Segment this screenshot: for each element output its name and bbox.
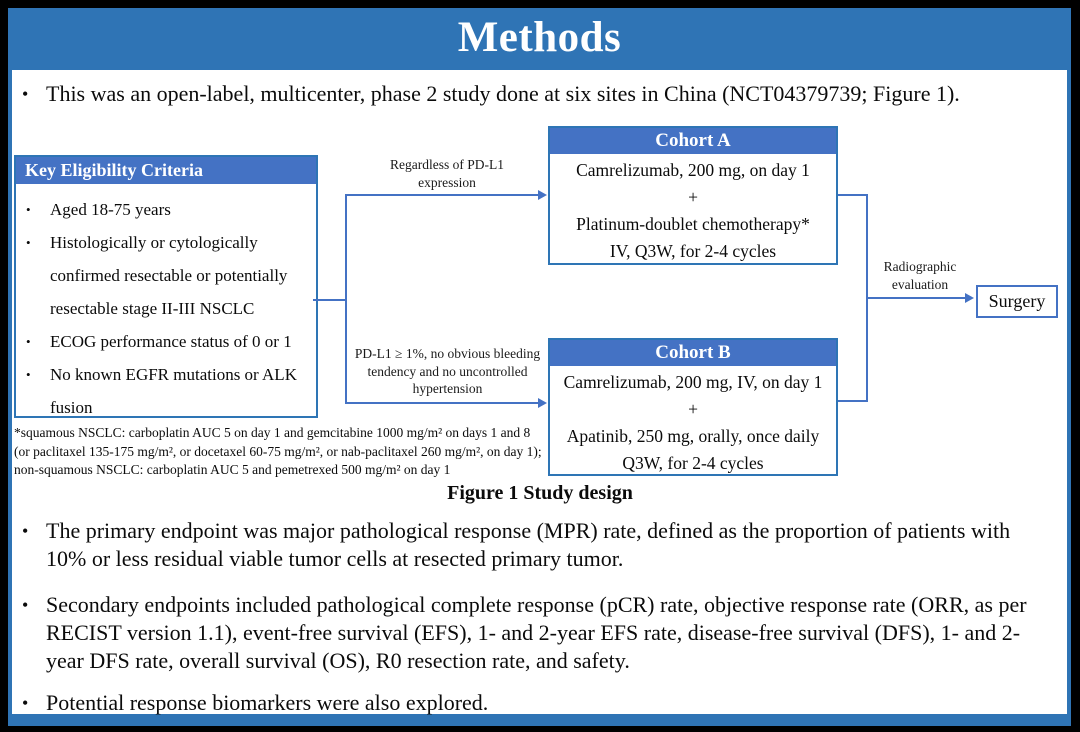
cohort-a-header: Cohort A <box>550 128 836 154</box>
eligibility-item: • Aged 18-75 years <box>26 193 314 226</box>
bullet-icon: • <box>26 202 31 217</box>
radiographic-evaluation-label: Radiographic evaluation <box>883 259 957 292</box>
arrowhead-surgery-icon <box>965 293 974 303</box>
cohort-a-box: Cohort A Camrelizumab, 200 mg, on day 1 … <box>548 126 838 265</box>
cohort-b-body: Camrelizumab, 200 mg, IV, on day 1 + Apa… <box>550 366 836 477</box>
cohort-b-header: Cohort B <box>550 340 836 366</box>
connector-to-surgery <box>866 297 966 299</box>
figure-caption: Figure 1 Study design <box>447 482 633 504</box>
bullet-icon: • <box>26 334 31 349</box>
bullet-icon: • <box>22 595 29 615</box>
page-title: Methods <box>457 14 622 61</box>
connector-cohort-b-right <box>838 400 868 402</box>
cohort-a-line: Camrelizumab, 200 mg, on day 1 <box>576 160 810 180</box>
arrowhead-cohort-b-icon <box>538 398 547 408</box>
cohort-b-line: Apatinib, 250 mg, orally, once daily <box>566 426 820 446</box>
cohort-b-line: Q3W, for 2-4 cycles <box>622 453 764 473</box>
eligibility-item: • No known EGFR mutations or ALK fusion <box>26 358 314 424</box>
cohort-b-line: Camrelizumab, 200 mg, IV, on day 1 <box>563 372 823 392</box>
title-bar: Methods <box>8 8 1071 70</box>
connector-branch-vertical <box>345 194 347 404</box>
branch-label-cohort-b: PD-L1 ≥ 1%, no obvious bleeding tendency… <box>354 346 541 396</box>
connector-to-cohort-b <box>345 402 539 404</box>
eligibility-items: • Aged 18-75 years • Histologically or c… <box>16 184 316 424</box>
cohort-a-body: Camrelizumab, 200 mg, on day 1 + Platinu… <box>550 154 836 265</box>
bullet-icon: • <box>22 521 29 541</box>
bullet-intro-text: This was an open-label, multicenter, pha… <box>46 81 960 106</box>
cohort-a-line: IV, Q3W, for 2-4 cycles <box>609 241 777 261</box>
bullet-icon: • <box>26 235 31 250</box>
bullet-icon: • <box>22 84 29 104</box>
bullet-icon: • <box>26 367 31 382</box>
cohort-a-line: + <box>688 187 698 207</box>
eligibility-header: Key Eligibility Criteria <box>16 157 316 184</box>
arrowhead-cohort-a-icon <box>538 190 547 200</box>
eligibility-item: • Histologically or cytologically confir… <box>26 226 314 325</box>
eligibility-item: • ECOG performance status of 0 or 1 <box>26 325 314 358</box>
eligibility-box: Key Eligibility Criteria • Aged 18-75 ye… <box>14 155 318 418</box>
bullet-primary-text: The primary endpoint was major pathologi… <box>46 518 1011 571</box>
chemo-footnote: *squamous NSCLC: carboplatin AUC 5 on da… <box>14 425 542 477</box>
bullet-icon: • <box>22 693 29 713</box>
cohort-a-line: Platinum-doublet chemotherapy* <box>576 214 810 234</box>
bullet-biomarkers-text: Potential response biomarkers were also … <box>46 690 489 715</box>
connector-cohort-a-right <box>838 194 868 196</box>
cohort-b-box: Cohort B Camrelizumab, 200 mg, IV, on da… <box>548 338 838 476</box>
bullet-primary-endpoint: • The primary endpoint was major patholo… <box>22 517 1054 573</box>
bullet-intro: • This was an open-label, multicenter, p… <box>22 80 1052 108</box>
branch-label-cohort-a: Regardless of PD-L1 expression <box>390 157 504 190</box>
cohort-b-line: + <box>688 399 698 419</box>
connector-to-cohort-a <box>345 194 539 196</box>
connector-eligibility-stub <box>313 299 347 301</box>
bullet-secondary-endpoints: • Secondary endpoints included pathologi… <box>22 591 1054 675</box>
bullet-secondary-text: Secondary endpoints included pathologica… <box>46 592 1027 673</box>
surgery-box: Surgery <box>976 285 1058 318</box>
bullet-biomarkers: • Potential response biomarkers were als… <box>22 689 1054 717</box>
